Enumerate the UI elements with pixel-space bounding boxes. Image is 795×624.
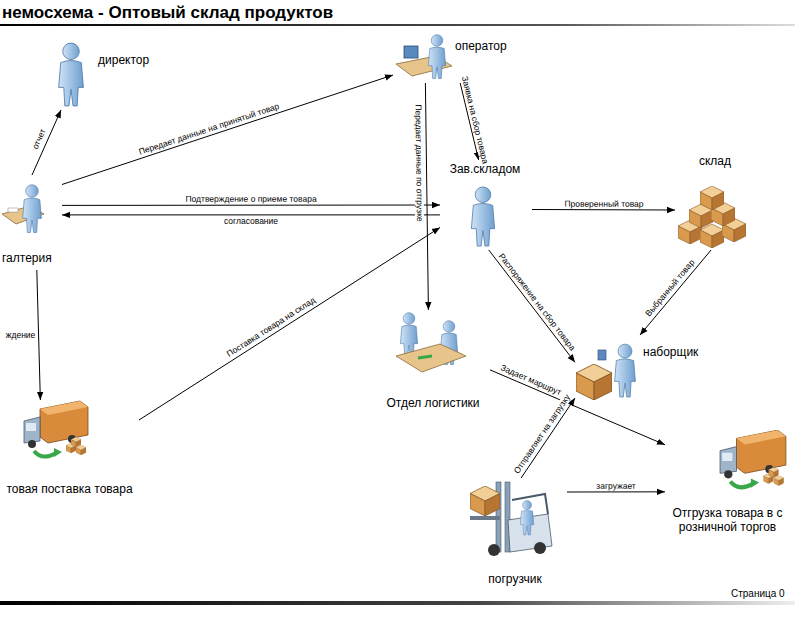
edge-label: Задает маршрут (499, 363, 564, 397)
picker-icon (576, 344, 635, 400)
flow-arrow (139, 228, 440, 421)
edge-label: Поставка товара на склад (224, 296, 317, 360)
flow-arrow (425, 83, 428, 310)
node-label: погрузчик (465, 572, 565, 586)
edge-label: отчет (31, 127, 48, 152)
flow-arrow (640, 250, 711, 335)
icon-node: директор (50, 40, 160, 110)
node-label: товая поставка товара (2, 482, 137, 496)
flow-arrow (62, 205, 440, 206)
shipping-truck-icon (720, 430, 786, 488)
edge-label: согласование (223, 217, 279, 226)
node-label: оператор (455, 39, 507, 53)
edge-label: Распоряжение на сбор товара (497, 251, 578, 353)
icon-node: товая поставка товара (2, 400, 139, 500)
flow-arrow (567, 491, 665, 492)
flow-arrow (532, 209, 675, 211)
node-label: Отдел логистики (378, 396, 488, 410)
flow-arrow (62, 75, 393, 185)
node-label: наборщик (643, 345, 698, 359)
edge-label: Подтверждение о приеме товара (184, 195, 317, 204)
flow-arrow (521, 398, 575, 478)
flow-arrow (62, 214, 440, 215)
edge-label: загружает (595, 482, 636, 491)
flow-arrow (490, 370, 665, 445)
supply-truck-icon (24, 401, 88, 457)
manager-icon (471, 187, 494, 246)
edge-label: Передает данные на принятый товар (136, 101, 281, 156)
accounting-icon (2, 185, 44, 233)
icon-node: Отдел логистики (378, 310, 490, 415)
edge-label: ждение (5, 331, 37, 340)
edge-label: Проверенный товар (563, 199, 644, 208)
node-label: галтерия (2, 251, 52, 265)
header-rule (0, 24, 795, 26)
diagram-title: немосхема - Оптовый склад продуктов (2, 3, 333, 23)
edge-label: Передает данные по отгрузке (414, 103, 424, 222)
node-label: директор (98, 53, 149, 67)
flow-arrow (37, 270, 41, 400)
icon-node: оператор (393, 33, 513, 83)
director-icon (59, 43, 84, 106)
icon-node: Отгрузка товара в с розничной торгов (665, 428, 792, 540)
icon-node: склад (675, 150, 757, 250)
edge-label: Выбранный товар (643, 257, 696, 319)
node-label: Отгрузка товара в с розничной торгов (665, 506, 790, 535)
warehouse-icon (678, 186, 746, 248)
logistics-icon (396, 313, 466, 372)
edge-label: Отправляет на загрузку (512, 392, 572, 476)
icon-node: погрузчик (465, 478, 567, 590)
footer-bar (0, 601, 795, 605)
page-number: Страница 0 (731, 588, 785, 599)
forklift-icon (470, 482, 552, 556)
edge-label: Заявка на сбор товара (460, 74, 490, 165)
operator-icon (396, 35, 452, 79)
icon-node: наборщик (575, 335, 705, 405)
flow-arrow (489, 250, 575, 362)
icon-node: галтерия (2, 175, 62, 270)
node-label: склад (675, 154, 755, 168)
icon-node: Зав.складом (440, 160, 532, 250)
